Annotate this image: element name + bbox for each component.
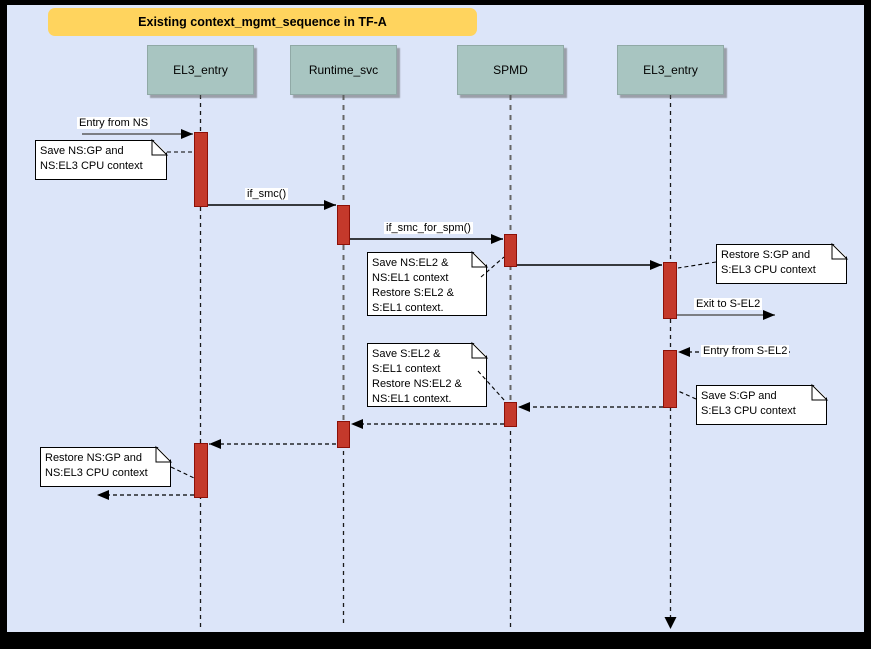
lifeline-header-el3-entry-left: EL3_entry: [147, 45, 254, 95]
note-restore-s-gp: Restore S:GP and S:EL3 CPU context: [716, 244, 847, 284]
activation-el3-right-2: [663, 350, 677, 408]
message-label-if-smc-for-spm: if_smc_for_spm(): [384, 222, 473, 234]
activation-el3-left-1: [194, 132, 208, 207]
activation-spmd-1: [504, 234, 517, 267]
lifeline-header-label: EL3_entry: [643, 63, 698, 77]
diagram-canvas: Existing context_mgmt_sequence in TF-A E…: [7, 5, 864, 632]
activation-spmd-2: [504, 402, 517, 427]
lifeline-header-el3-entry-right: EL3_entry: [617, 45, 724, 95]
note-save-ns-el2: Save NS:EL2 & NS:EL1 context Restore S:E…: [367, 252, 487, 316]
lifeline-end-arrow-icon: [664, 617, 677, 629]
activation-el3-right-1: [663, 262, 677, 319]
message-label-exit-to-s-el2: Exit to S-EL2: [694, 298, 763, 310]
lifeline-el3-entry-right: [664, 95, 677, 629]
activation-el3-left-2: [194, 443, 208, 498]
note-restore-ns-gp: Restore NS:GP and NS:EL3 CPU context: [40, 447, 171, 487]
message-label-entry-from-s-el2: Entry from S-EL2: [701, 345, 790, 357]
diagram-title: Existing context_mgmt_sequence in TF-A: [48, 8, 477, 36]
lifeline-header-label: Runtime_svc: [308, 63, 379, 77]
activation-runtime-svc-1: [337, 205, 350, 245]
lifelines-layer: [199, 95, 677, 629]
lifeline-header-spmd: SPMD: [457, 45, 564, 95]
activation-runtime-svc-2: [337, 421, 350, 448]
note-save-s-gp: Save S:GP and S:EL3 CPU context: [696, 385, 827, 425]
lifeline-header-runtime-svc: Runtime_svc: [290, 45, 397, 95]
lifeline-header-label: SPMD: [493, 63, 528, 77]
note-save-s-el2: Save S:EL2 & S:EL1 context Restore NS:EL…: [367, 343, 487, 407]
message-label-if-smc: if_smc(): [245, 188, 289, 200]
message-label-entry-from-ns: Entry from NS: [77, 117, 151, 129]
lifeline-header-label: EL3_entry: [173, 63, 228, 77]
note-save-ns-gp: Save NS:GP and NS:EL3 CPU context: [35, 140, 167, 180]
